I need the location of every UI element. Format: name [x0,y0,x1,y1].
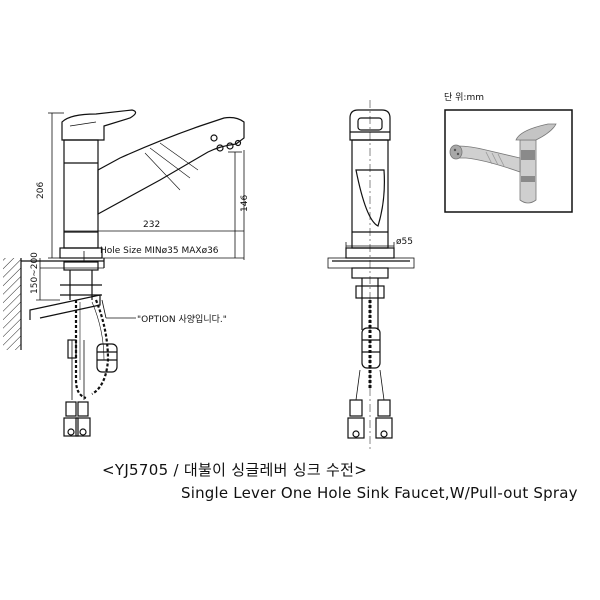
front-view [327,109,415,439]
dimension-146: 146 [240,195,250,212]
description-caption: Single Lever One Hole Sink Faucet,W/Pull… [181,484,578,502]
hole-size-label: Hole Size MINø35 MAXø36 [100,246,219,256]
front-dimensions [345,100,395,450]
product-photo [449,123,557,204]
dimension-232: 232 [143,220,160,230]
pull-out-spout [97,116,245,216]
bracket [29,294,101,320]
dimension-base-diameter: ø55 [396,237,413,247]
side-dimension-labels: 206 146 232 Hole Size MINø35 MAXø36 150~… [30,182,250,325]
side-view [3,109,245,437]
dimension-206: 206 [36,182,46,199]
front-head [349,109,391,141]
product-photo-box [444,109,573,213]
model-caption: <YJ5705 / 대불이 싱글레버 싱크 수전> [102,461,368,479]
flex-hose [74,299,110,400]
dimension-150-200: 150~200 [30,252,40,294]
supply-valve [65,401,77,417]
front-hose-weight [361,327,381,369]
side-dimensions [36,112,245,319]
unit-label: 단 위:mm [444,92,484,103]
wall-hatch [3,258,21,350]
hose-weight [96,343,118,373]
base-nut [59,247,103,259]
option-note: "OPTION 사양입니다." [137,313,227,325]
lever-handle [61,109,137,141]
